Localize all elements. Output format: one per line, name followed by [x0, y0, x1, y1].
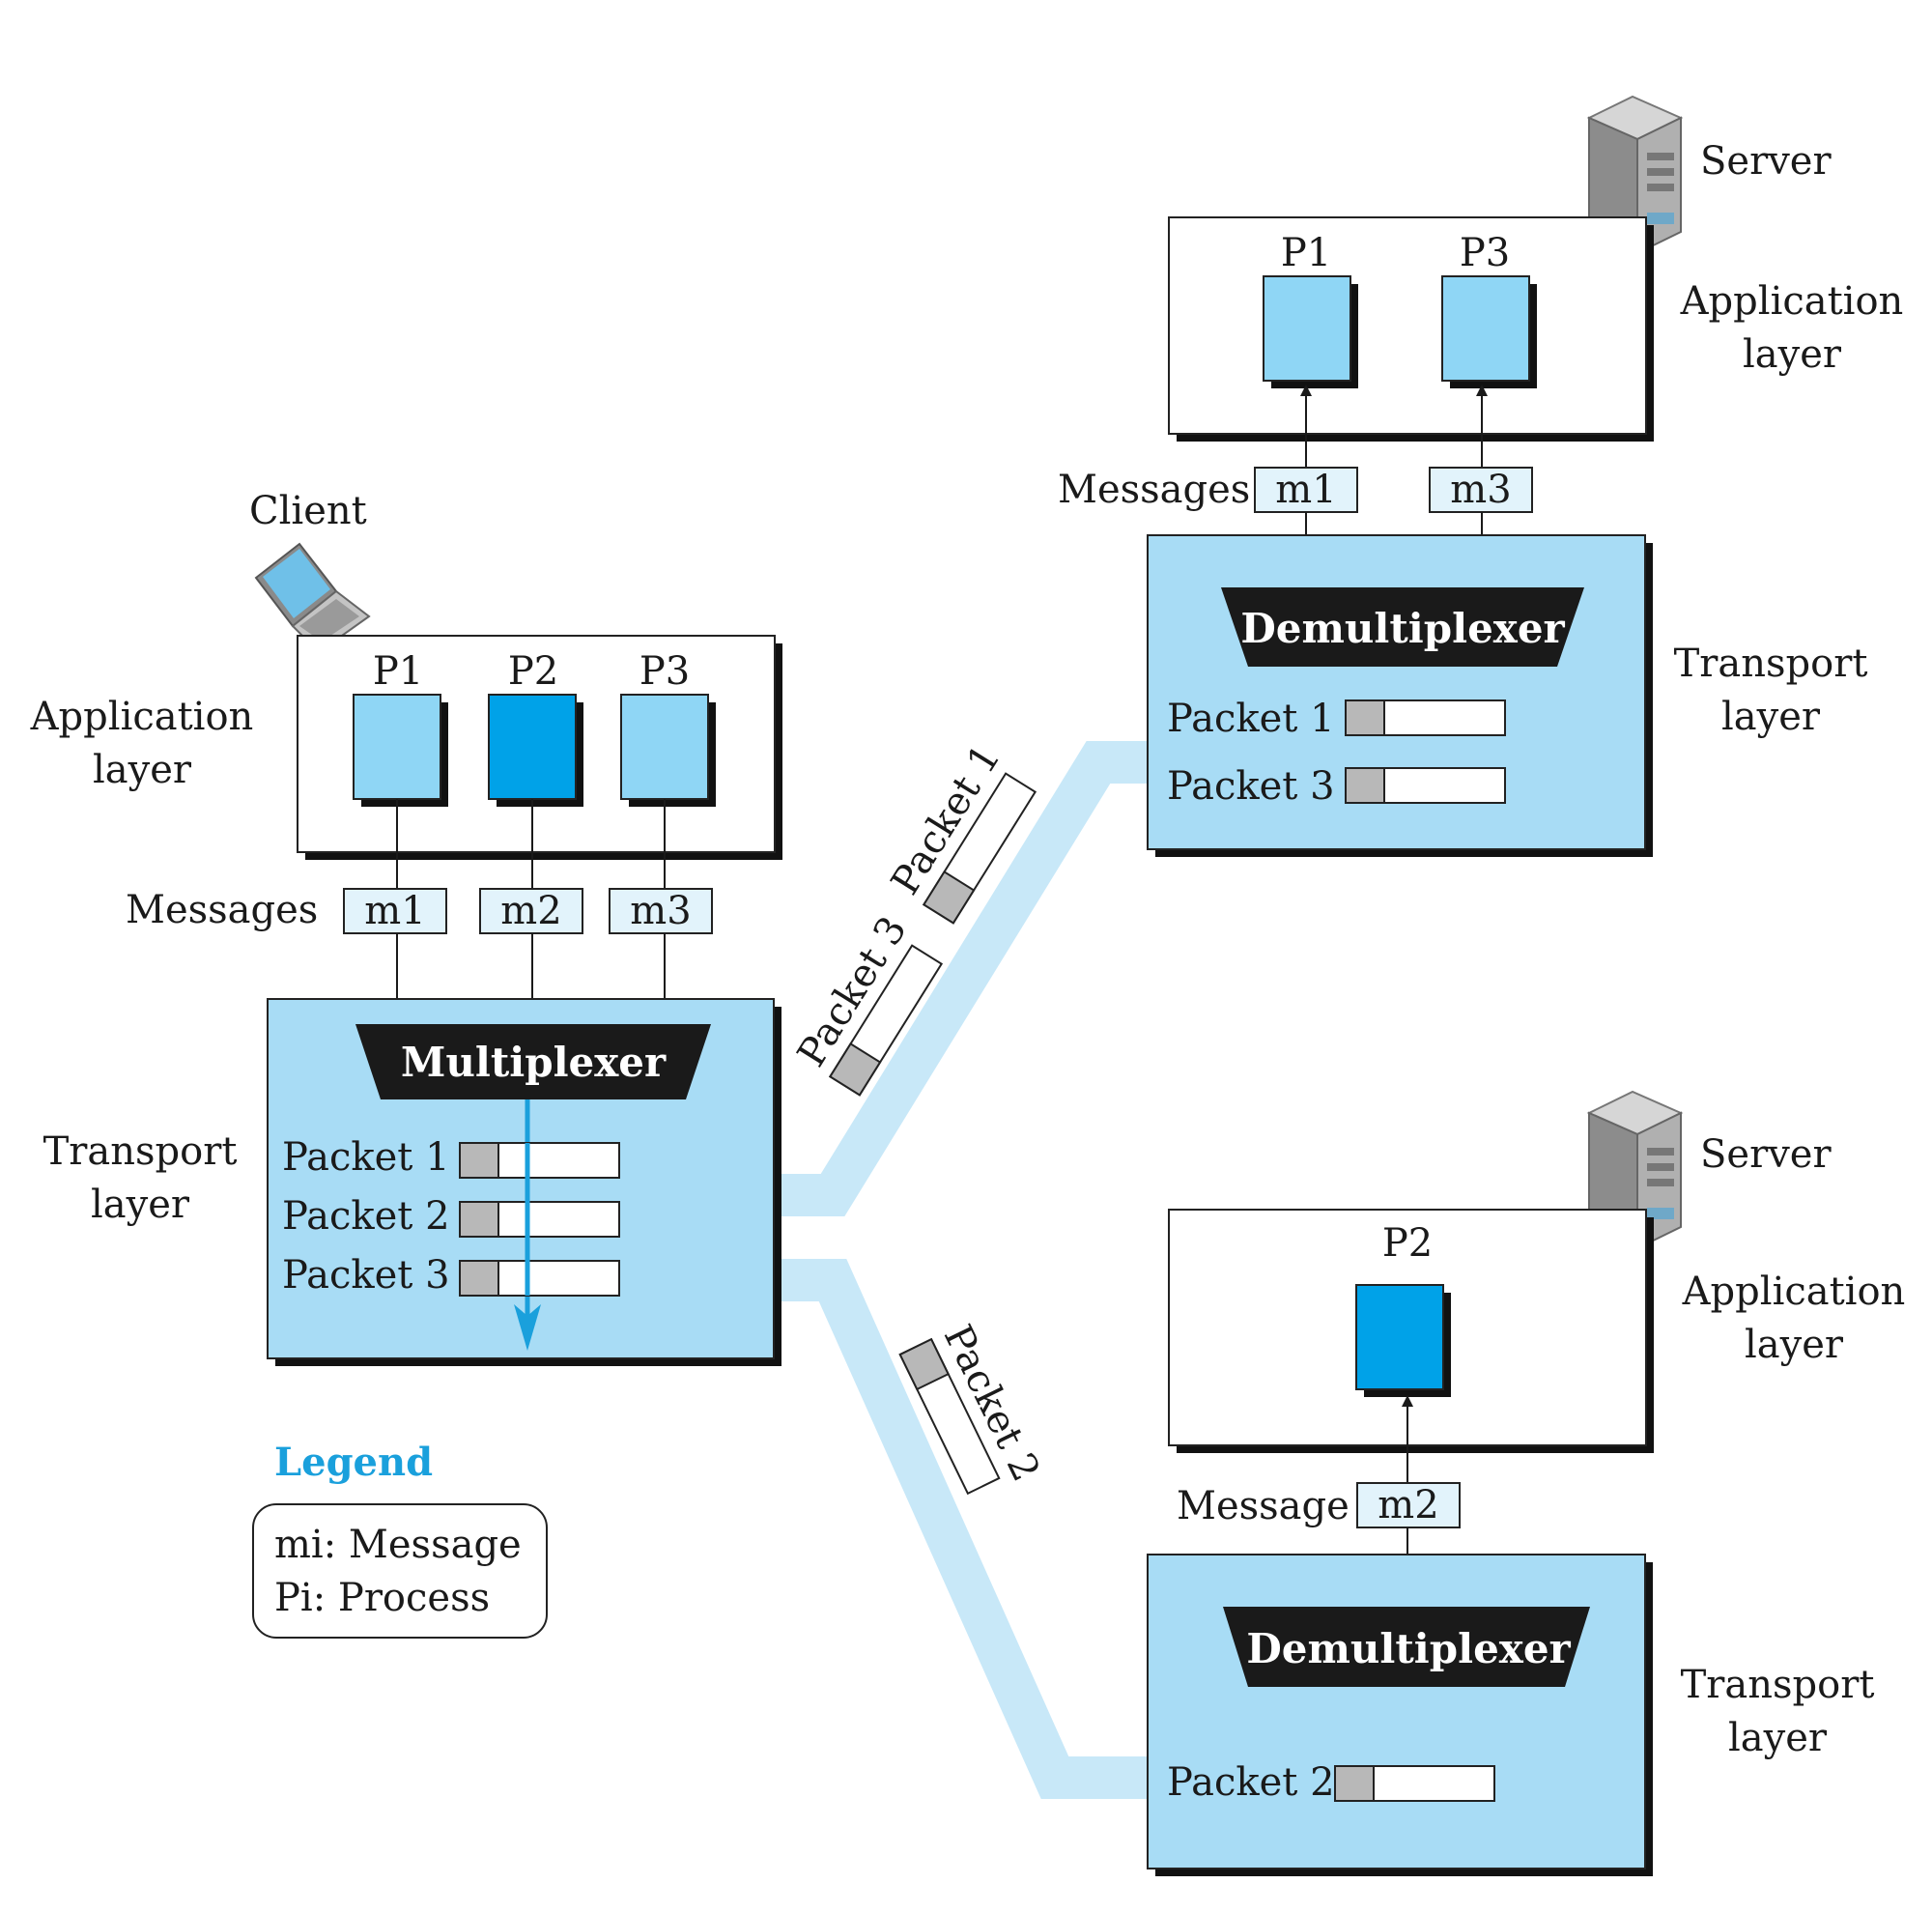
- demultiplexer-bottom-label: Demultiplexer: [1246, 1625, 1571, 1672]
- client-process-p3: P3: [620, 649, 716, 807]
- packet-label: Packet 2: [282, 1194, 450, 1239]
- server-bottom-section: Server Application layer P2 Message m2 T…: [1147, 1090, 1906, 1876]
- client-transport-layer-label: Transport: [43, 1129, 238, 1174]
- client-messages-label: Messages: [126, 888, 318, 932]
- client-packet-1: Packet 1: [282, 1135, 620, 1180]
- server-bottom-transport-layer-label-2: layer: [1728, 1716, 1828, 1760]
- legend-title: Legend: [274, 1440, 433, 1485]
- network-links: [779, 741, 1148, 1799]
- flow-arrowhead: [514, 1304, 541, 1351]
- server-top-app-layer-box: [1168, 216, 1647, 435]
- server-top-app-layer-label: Application: [1680, 279, 1904, 324]
- message-label: m3: [630, 889, 691, 933]
- client-packet-3: Packet 3: [282, 1253, 620, 1298]
- server-top-message-m1: m1: [1254, 467, 1358, 513]
- client-message-m3: m3: [609, 888, 713, 934]
- server-top-packet-3: Packet 3: [1167, 764, 1506, 809]
- server-bottom-transport-box: [1147, 1554, 1646, 1869]
- process-label: P1: [1281, 231, 1331, 275]
- client-packet-2: Packet 2: [282, 1194, 620, 1239]
- server-top-transport-layer-label-2: layer: [1721, 695, 1821, 739]
- server-bottom-label: Server: [1700, 1132, 1832, 1177]
- server-top-messages-label: Messages: [1058, 468, 1250, 512]
- client-app-layer-label: Application: [30, 695, 254, 739]
- process-label: P1: [373, 649, 423, 694]
- packet-label: Packet 3: [1167, 764, 1335, 809]
- client-process-p1: P1: [353, 649, 448, 807]
- client-message-m2: m2: [479, 888, 583, 934]
- packet-label: Packet 1: [1167, 697, 1335, 741]
- packet-label: Packet 2: [1167, 1760, 1335, 1805]
- process-label: P2: [1382, 1221, 1433, 1266]
- client-process-p2: P2: [488, 649, 583, 807]
- message-label: m2: [500, 889, 561, 933]
- legend: Legend mi: Message Pi: Process: [252, 1440, 548, 1639]
- message-label: m1: [1275, 468, 1336, 512]
- server-top-packet-1: Packet 1: [1167, 697, 1506, 741]
- legend-box: [252, 1503, 548, 1639]
- server-bottom-process-p2: P2: [1355, 1221, 1451, 1397]
- message-label: m2: [1378, 1483, 1438, 1527]
- server-top-process-p1: P1: [1263, 231, 1358, 388]
- client-transport-layer-label-2: layer: [91, 1183, 190, 1227]
- server-bottom-message-m2: m2: [1356, 1482, 1461, 1528]
- link-to-bottom-server: [779, 1259, 1148, 1799]
- legend-entry-process: Pi: Process: [274, 1576, 490, 1620]
- demultiplexer-bottom: [1223, 1607, 1590, 1687]
- client-section: Client Application layer P1 P2 P3 Messag…: [30, 489, 782, 1366]
- link-to-top-server: [779, 741, 1148, 1216]
- process-label: P3: [1460, 231, 1510, 275]
- server-top-label: Server: [1700, 139, 1832, 184]
- packet-label: Packet 1: [282, 1135, 450, 1180]
- multiplexer: [355, 1024, 711, 1099]
- demultiplexer-top: [1221, 587, 1584, 667]
- server-bottom-app-layer-label-2: layer: [1745, 1323, 1844, 1367]
- client-message-m1: m1: [343, 888, 447, 934]
- server-top-message-m3: m3: [1429, 467, 1533, 513]
- server-bottom-packet-2: Packet 2: [1167, 1760, 1495, 1805]
- server-bottom-message-label: Message: [1177, 1484, 1350, 1528]
- client-label: Client: [249, 489, 367, 533]
- server-top-transport-layer-label: Transport: [1674, 642, 1868, 686]
- demultiplexer-top-label: Demultiplexer: [1240, 605, 1565, 652]
- server-bottom-transport-layer-label: Transport: [1681, 1663, 1875, 1707]
- client-app-layer-label-2: layer: [93, 748, 192, 792]
- server-bottom-app-layer-label: Application: [1682, 1270, 1906, 1314]
- message-label: m3: [1450, 468, 1511, 512]
- multiplexer-label: Multiplexer: [401, 1039, 667, 1086]
- server-top-process-p3: P3: [1441, 231, 1537, 388]
- message-label: m1: [364, 889, 425, 933]
- process-label: P2: [508, 649, 558, 694]
- legend-entry-message: mi: Message: [274, 1523, 522, 1567]
- process-label: P3: [639, 649, 690, 694]
- packet-label: Packet 3: [282, 1253, 450, 1298]
- server-top-app-layer-label-2: layer: [1743, 332, 1842, 377]
- server-top-section: Server Application layer P1 P3 Messages …: [1058, 95, 1904, 857]
